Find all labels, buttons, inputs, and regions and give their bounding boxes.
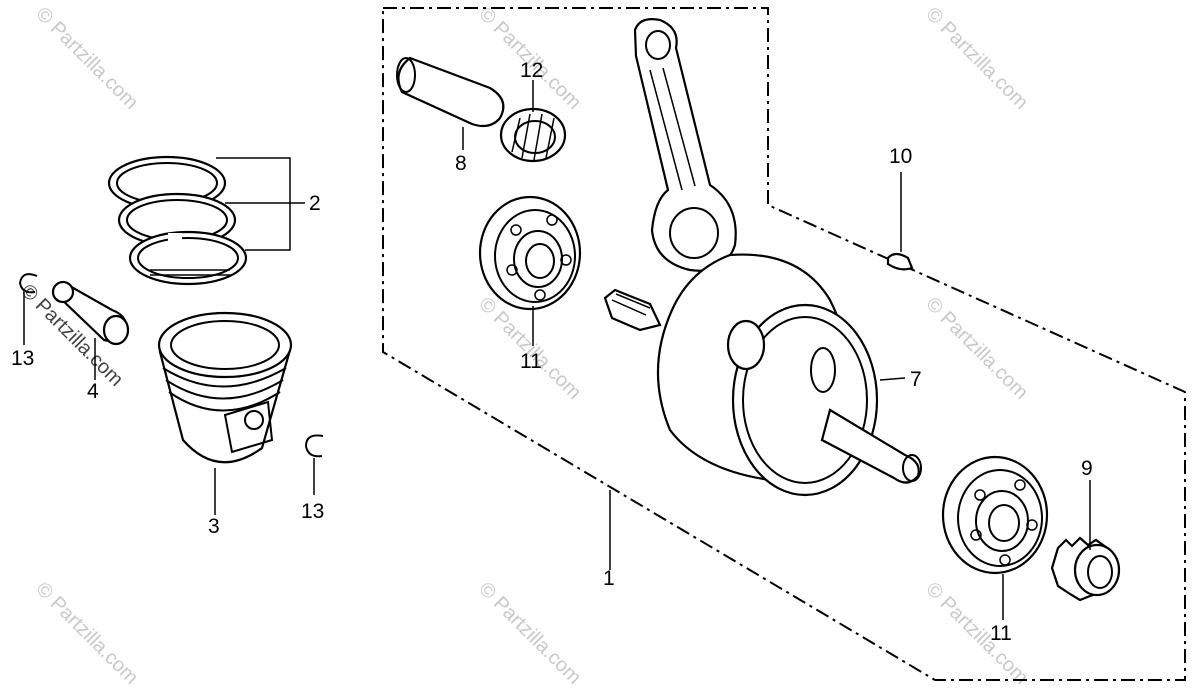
callout-9: 9 [1081, 457, 1093, 480]
connecting-rod [633, 18, 737, 272]
circlip-right [304, 434, 324, 458]
callout-13-right: 13 [301, 500, 324, 523]
callout-11-lower: 11 [990, 622, 1012, 645]
sprocket-gear [1050, 536, 1121, 602]
callout-11-upper: 11 [520, 350, 542, 373]
callouts: 2 3 4 13 13 8 12 11 7 10 1 9 11 [11, 59, 1093, 645]
piston [157, 311, 293, 464]
callout-13-left: 13 [11, 347, 34, 370]
watermark: © Partzilla.com [474, 578, 585, 687]
circlip-left [18, 273, 38, 294]
woodruff-key [886, 252, 914, 271]
callout-12: 12 [520, 59, 543, 82]
piston-rings [107, 155, 248, 286]
callout-1: 1 [603, 567, 615, 590]
watermark: © Partzilla.com [31, 578, 142, 687]
watermark: © Partzilla.com [31, 3, 142, 114]
callout-4: 4 [87, 380, 99, 403]
callout-10: 10 [889, 145, 912, 168]
needle-bearing [499, 107, 567, 163]
crankshaft [603, 253, 922, 497]
piston-pin [51, 280, 130, 346]
callout-2: 2 [309, 192, 321, 215]
watermark: © Partzilla.com [921, 293, 1032, 404]
ball-bearing-lower [941, 455, 1049, 575]
callout-3: 3 [208, 515, 220, 538]
pin-cylinder [396, 56, 505, 128]
ball-bearing-upper [478, 195, 582, 311]
leader-lines [23, 80, 1091, 620]
callout-8: 8 [455, 152, 467, 175]
watermark: © Partzilla.com [921, 3, 1032, 114]
assembly-boundary [382, 7, 1186, 681]
callout-7: 7 [910, 368, 922, 391]
watermark: © Partzilla.com [921, 578, 1032, 687]
